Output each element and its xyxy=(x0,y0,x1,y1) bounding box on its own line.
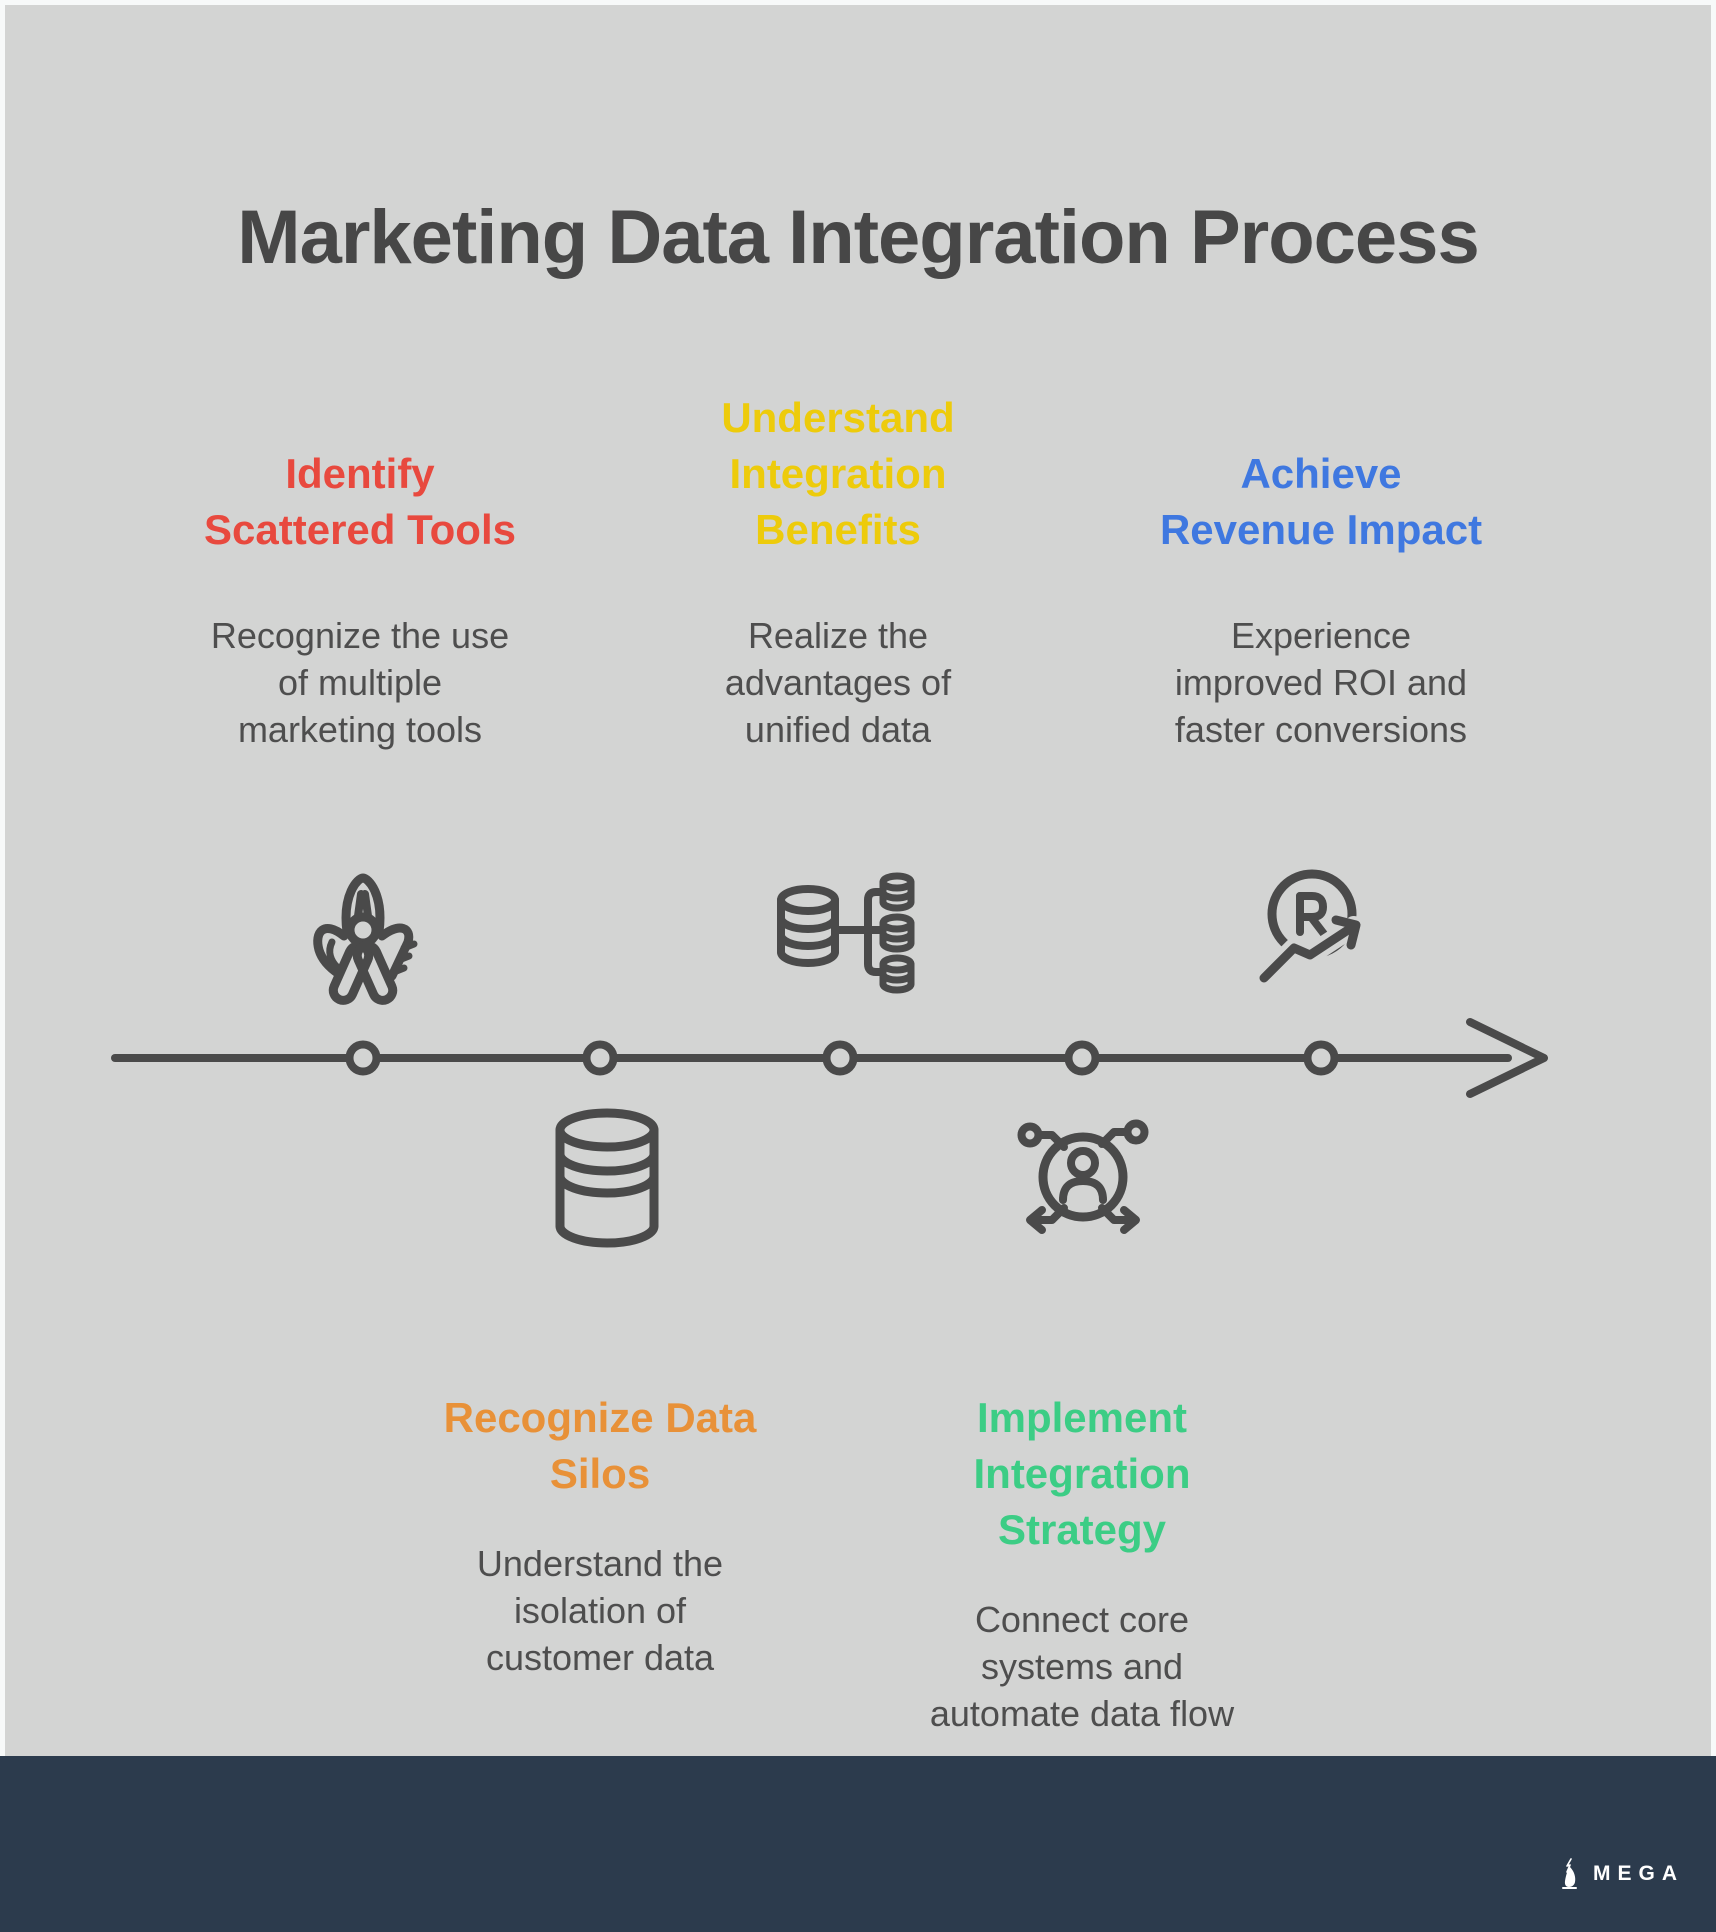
step-heading: Achieve Revenue Impact xyxy=(1159,450,1483,553)
timeline-node-3 xyxy=(822,1040,858,1076)
step-description: Connect core systems and automate data f… xyxy=(929,1599,1235,1734)
timeline-node-4 xyxy=(1064,1040,1100,1076)
data-distribution-icon xyxy=(770,860,920,1010)
footer-bar: MEGA xyxy=(0,1756,1716,1932)
statue-logo-icon xyxy=(1562,1858,1577,1889)
brand-logo: MEGA xyxy=(1557,1858,1684,1890)
step-description: Recognize the use of multiple marketing … xyxy=(210,615,510,750)
brand-name: MEGA xyxy=(1593,1862,1684,1885)
infographic-canvas xyxy=(5,5,1711,1756)
arrowhead-icon xyxy=(1466,1018,1548,1098)
multi-tool-icon xyxy=(288,858,438,1013)
database-icon xyxy=(542,1100,672,1256)
step-recognize-data-silos: Recognize Data Silos Understand the isol… xyxy=(380,1390,820,1681)
step-description: Understand the isolation of customer dat… xyxy=(476,1543,724,1678)
step-achieve-revenue-impact: Achieve Revenue Impact Experience improv… xyxy=(1101,398,1541,753)
step-implement-integration-strategy: Implement Integration Strategy Connect c… xyxy=(862,1390,1302,1737)
page-title: Marketing Data Integration Process xyxy=(237,195,1479,280)
step-description: Experience improved ROI and faster conve… xyxy=(1174,615,1468,750)
step-heading: Recognize Data Silos xyxy=(443,1394,757,1497)
timeline-node-5 xyxy=(1303,1040,1339,1076)
process-timeline xyxy=(111,1018,1548,1098)
step-understand-integration-benefits: Understand Integration Benefits Realize … xyxy=(618,394,1058,753)
step-heading: Understand Integration Benefits xyxy=(721,394,955,553)
connected-user-icon xyxy=(1008,1105,1158,1250)
timeline-node-2 xyxy=(582,1040,618,1076)
timeline-node-1 xyxy=(345,1040,381,1076)
roi-growth-icon xyxy=(1242,856,1402,1016)
step-heading: Identify Scattered Tools xyxy=(204,450,516,553)
step-identify-scattered-tools: Identify Scattered Tools Recognize the u… xyxy=(140,398,580,753)
step-description: Realize the advantages of unified data xyxy=(724,615,952,750)
step-heading: Implement Integration Strategy xyxy=(973,1394,1191,1553)
